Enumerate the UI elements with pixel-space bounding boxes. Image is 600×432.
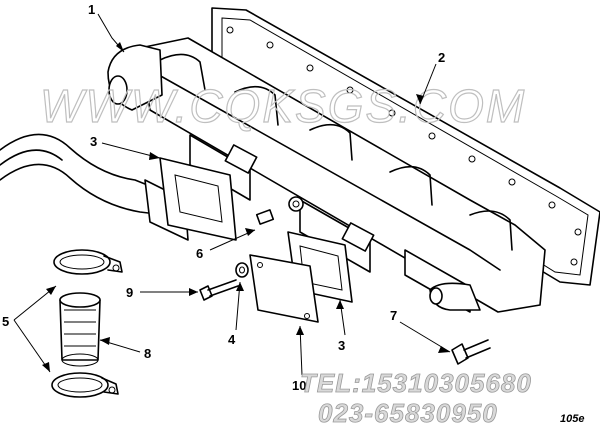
leader-lines [13,13,451,376]
callout-3-lower: 3 [338,338,345,353]
figure-reference: 105e [560,413,584,425]
callout-10: 10 [292,378,306,393]
callout-6: 6 [196,246,203,261]
clamp-upper [53,249,123,275]
callout-7: 7 [390,308,397,323]
exhaust-tube [0,133,189,241]
contact-phone: 023-65830950 [318,398,498,428]
callout-3-upper: 3 [90,134,97,149]
callout-5: 5 [2,314,9,329]
sleeve [59,292,101,367]
clamp-lower [51,372,119,398]
port-gasket-upper [159,157,237,241]
callout-4: 4 [228,332,236,347]
watermark-text: WWW.CQKSGS.COM [40,80,526,132]
cover-plate [249,254,319,323]
callout-2: 2 [438,50,445,65]
callout-9: 9 [126,285,133,300]
exhaust-manifold [107,37,546,313]
washer [235,262,249,278]
callout-8: 8 [144,346,151,361]
cap-screw [199,279,239,301]
plug [255,196,304,225]
callout-numbers: 1 2 3 6 9 4 3 10 7 5 8 [2,2,445,393]
callout-1: 1 [88,2,95,17]
mounting-bolt [451,339,491,365]
contact-tel: TEL:15310305680 [300,368,532,398]
